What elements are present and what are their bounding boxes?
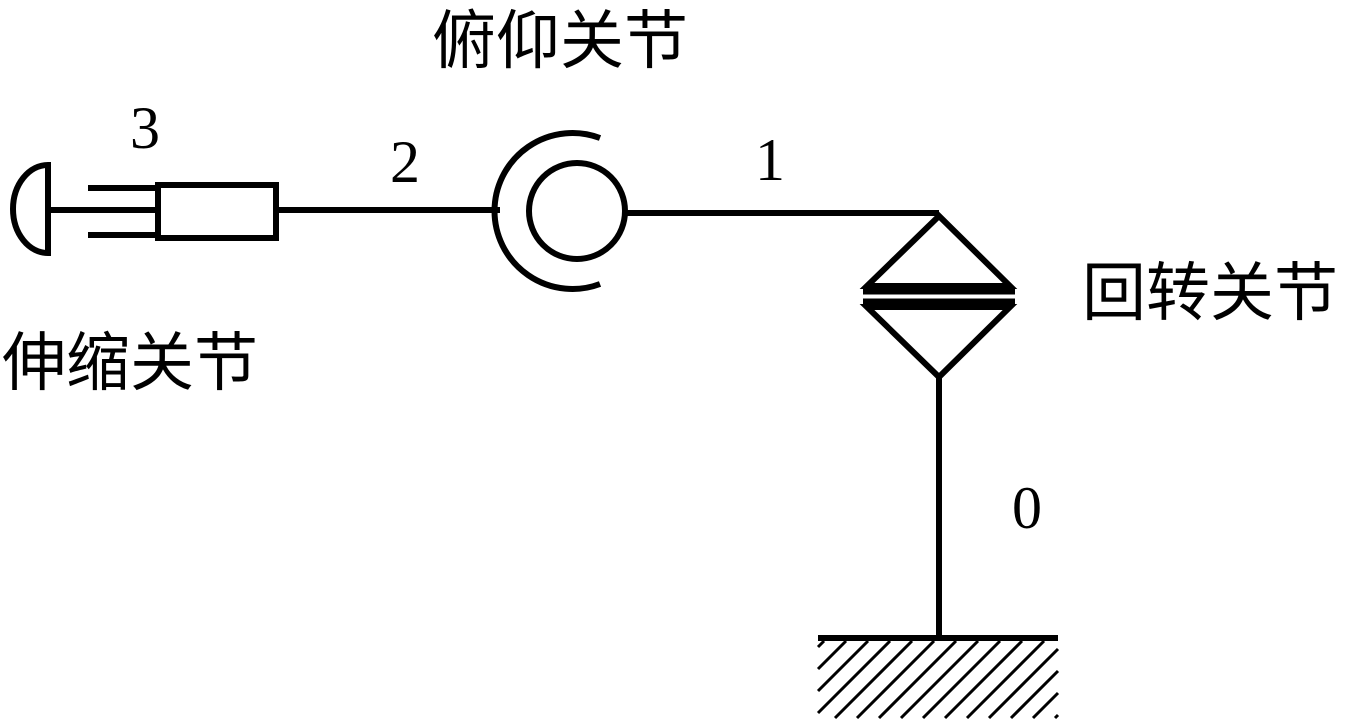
hatch-line <box>921 639 1002 720</box>
hatch-line <box>833 639 914 720</box>
hatch-line <box>816 639 892 715</box>
ground <box>816 635 1060 720</box>
hatch-line <box>987 647 1060 720</box>
link-2-label: 2 <box>390 129 420 195</box>
hatch-line <box>816 639 826 649</box>
hatch-line <box>943 639 1024 720</box>
hatch-line <box>855 639 936 720</box>
pitch-joint <box>491 130 628 292</box>
hatch-line <box>1009 669 1060 720</box>
link-0-label: 0 <box>1012 475 1042 541</box>
hatch-line <box>816 639 848 671</box>
hatch-line <box>899 639 980 720</box>
rotary-joint-label: 回转关节 <box>1082 257 1338 331</box>
hatch-line <box>877 639 958 720</box>
telescopic-joint-label: 伸缩关节 <box>2 327 258 401</box>
hatch-line <box>1031 691 1060 720</box>
link-1-label: 1 <box>755 127 785 193</box>
hatch-line <box>965 639 1046 720</box>
pitch-joint-label: 俯仰关节 <box>432 5 688 79</box>
hatch-line <box>816 639 870 693</box>
ground-hatch <box>816 639 1060 720</box>
link-3-label: 3 <box>130 95 160 161</box>
rotary-joint <box>859 211 1018 382</box>
end-effector <box>10 161 158 257</box>
hatch-line <box>1053 713 1060 720</box>
